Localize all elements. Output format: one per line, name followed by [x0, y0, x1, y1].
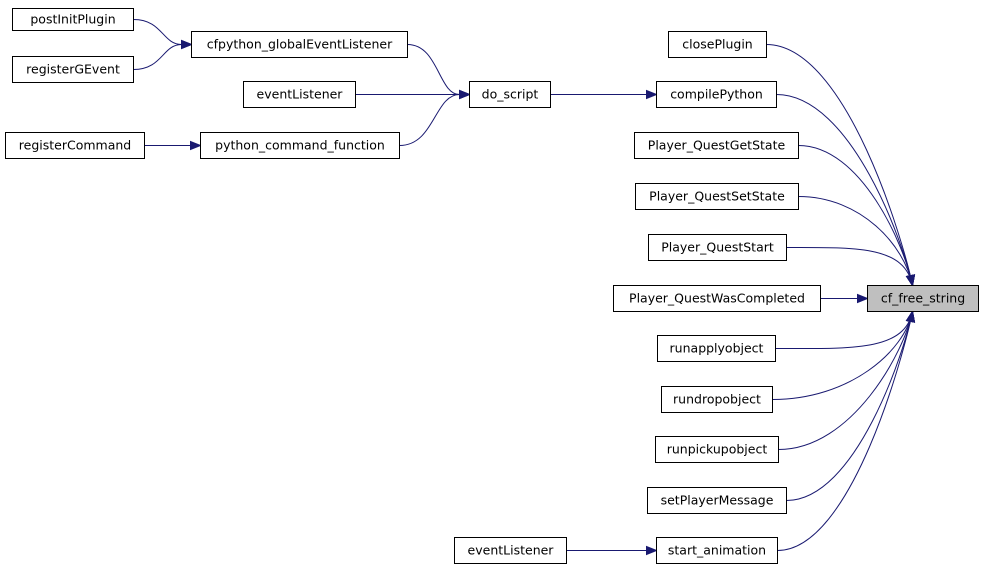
- node-player-quest-set-state[interactable]: Player_QuestSetState: [635, 183, 799, 210]
- arrowhead: [857, 293, 869, 304]
- arrowhead: [646, 545, 658, 556]
- node-label: eventListener: [257, 87, 344, 102]
- node-label: cfpython_globalEventListener: [207, 37, 393, 52]
- node-cf-free-string[interactable]: cf_free_string: [867, 285, 979, 312]
- edge-line: [777, 311, 913, 551]
- nodes-layer: postInitPlugin registerGEvent cfpython_glo…: [5, 8, 979, 564]
- node-box: [867, 285, 979, 312]
- node-label: closePlugin: [682, 37, 752, 52]
- node-start-animation[interactable]: start_animation: [656, 537, 778, 564]
- node-python-command-function[interactable]: python_command_function: [200, 132, 400, 159]
- node-post-init-plugin[interactable]: postInitPlugin: [12, 8, 134, 31]
- arrowhead: [646, 89, 658, 100]
- edge-line: [775, 311, 913, 350]
- node-runpickupobject[interactable]: runpickupobject: [655, 436, 779, 463]
- node-event-listener-2[interactable]: eventListener: [454, 537, 567, 564]
- edge-register-command-to-python-command-function: [144, 140, 202, 151]
- edge-player-quest-was-completed-to-cf-free-string: [820, 293, 869, 304]
- node-player-quest-get-state[interactable]: Player_QuestGetState: [634, 132, 799, 159]
- node-register-gevent[interactable]: registerGEvent: [12, 56, 134, 83]
- node-label: Player_QuestWasCompleted: [629, 291, 805, 306]
- edge-line: [778, 311, 913, 450]
- node-box: [655, 436, 779, 463]
- edge-line: [786, 311, 913, 501]
- node-label: rundropobject: [673, 392, 761, 407]
- edge-event-listener-2-to-start-animation: [566, 545, 658, 556]
- node-box: [613, 285, 821, 312]
- edge-line: [798, 196, 913, 286]
- node-box: [668, 31, 767, 58]
- edge-player-quest-set-state-to-cf-free-string: [798, 196, 916, 287]
- node-box: [647, 487, 787, 514]
- node-label: do_script: [482, 87, 539, 102]
- node-rundropobject[interactable]: rundropobject: [661, 386, 773, 413]
- node-box: [635, 183, 799, 210]
- edge-register-gevent-to-cfpython-global-event-listener: [133, 39, 193, 70]
- node-close-plugin[interactable]: closePlugin: [668, 31, 767, 58]
- node-compile-python[interactable]: compilePython: [656, 81, 777, 108]
- edge-line: [133, 44, 182, 70]
- node-player-quest-start[interactable]: Player_QuestStart: [648, 234, 787, 261]
- node-label: postInitPlugin: [30, 12, 115, 27]
- node-event-listener-1[interactable]: eventListener: [243, 81, 356, 108]
- node-runapplyobject[interactable]: runapplyobject: [657, 335, 776, 362]
- edge-rundropobject-to-cf-free-string: [772, 310, 916, 400]
- edge-line: [772, 311, 913, 400]
- node-label: compilePython: [670, 87, 763, 102]
- node-box: [12, 56, 134, 83]
- node-label: Player_QuestGetState: [648, 138, 786, 153]
- node-do-script[interactable]: do_script: [469, 81, 551, 108]
- edge-close-plugin-to-cf-free-string: [766, 44, 916, 287]
- edge-line: [399, 94, 460, 146]
- arrowhead: [190, 140, 202, 151]
- node-label: Player_QuestStart: [661, 240, 774, 255]
- node-box: [243, 81, 356, 108]
- edge-line: [798, 145, 913, 286]
- node-box: [648, 234, 787, 261]
- edges-layer: [133, 19, 916, 556]
- node-box: [191, 31, 408, 58]
- arrowhead: [181, 39, 193, 50]
- node-box: [200, 132, 400, 159]
- edge-runapplyobject-to-cf-free-string: [775, 310, 916, 350]
- node-box: [657, 335, 776, 362]
- edge-line: [133, 19, 182, 45]
- node-label: cf_free_string: [881, 291, 965, 306]
- node-label: eventListener: [468, 543, 555, 558]
- edge-do-script-to-compile-python: [550, 89, 658, 100]
- edge-player-quest-get-state-to-cf-free-string: [798, 145, 916, 287]
- node-label: runapplyobject: [670, 341, 764, 356]
- arrowhead: [459, 89, 471, 100]
- node-label: Player_QuestSetState: [649, 189, 785, 204]
- arrowhead: [905, 274, 916, 287]
- node-player-quest-was-completed[interactable]: Player_QuestWasCompleted: [613, 285, 821, 312]
- node-box: [661, 386, 773, 413]
- node-label: setPlayerMessage: [661, 493, 774, 508]
- node-cfpython-global-event-listener[interactable]: cfpython_globalEventListener: [191, 31, 408, 58]
- node-box: [454, 537, 567, 564]
- arrowhead: [905, 310, 916, 323]
- node-label: runpickupobject: [667, 442, 768, 457]
- node-box: [656, 537, 778, 564]
- node-box: [469, 81, 551, 108]
- edge-player-quest-start-to-cf-free-string: [786, 246, 916, 287]
- node-label: registerCommand: [19, 138, 131, 153]
- node-register-command[interactable]: registerCommand: [5, 132, 145, 159]
- node-label: start_animation: [668, 543, 766, 558]
- edge-line: [407, 44, 460, 95]
- edge-set-player-message-to-cf-free-string: [786, 310, 916, 501]
- node-label: python_command_function: [215, 138, 385, 153]
- edge-line: [786, 246, 913, 286]
- node-set-player-message[interactable]: setPlayerMessage: [647, 487, 787, 514]
- node-box: [5, 132, 145, 159]
- node-box: [634, 132, 799, 159]
- edge-python-command-function-to-do-script: [399, 89, 471, 146]
- edge-line: [766, 44, 913, 286]
- node-label: registerGEvent: [26, 62, 120, 77]
- edge-start-animation-to-cf-free-string: [777, 310, 916, 551]
- node-box: [656, 81, 777, 108]
- node-box: [12, 8, 134, 31]
